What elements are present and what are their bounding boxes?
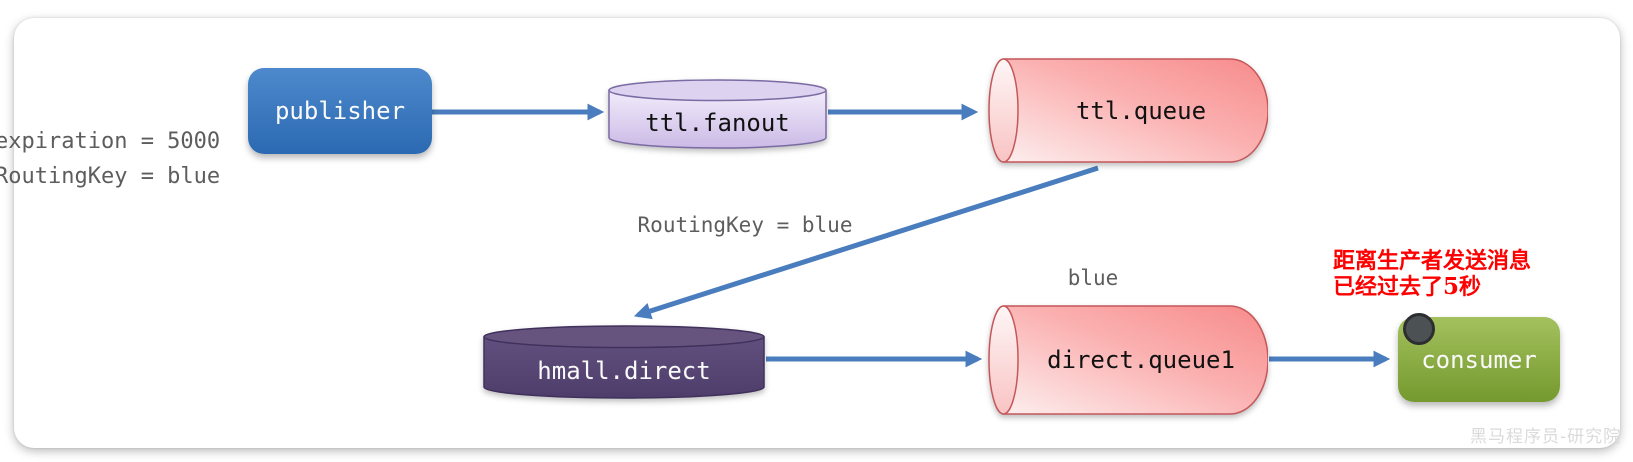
edge-label-routing-key: RoutingKey = blue [637,213,853,237]
queue-direct-queue1: direct.queue1 [988,305,1268,415]
arrow-ttl-queue-to-hmall-direct [633,165,1099,320]
cylinder-shape [988,305,1268,415]
cylinder-body [1003,58,1268,163]
annotation-line2-prefix: 已经过去了 [1333,275,1444,300]
note-routing-key: RoutingKey = blue [0,164,221,189]
cylinder-rim [988,305,1019,415]
note-expiration: expiration = 5000 [0,129,221,154]
consumer-label: consumer [1421,345,1537,374]
cylinder-body [608,90,827,149]
binding-label-blue: blue [1067,266,1119,290]
watermark: 黑马程序员-研究院 [1470,427,1622,447]
exchange-hmall-direct-label: hmall.direct [537,357,711,385]
exchange-hmall-direct: hmall.direct [483,325,765,399]
cylinder-body [1003,305,1268,415]
cylinder-shape [483,325,765,399]
cylinder-top [608,79,827,102]
annotation-line1: 距离生产者发送消息 [1333,249,1532,274]
cylinder-top [483,325,765,349]
annotation-elapsed-time: 距离生产者发送消息 已经过去了5秒 [1333,249,1531,300]
annotation-line2-suffix: 秒 [1459,275,1482,300]
publisher-label: publisher [274,97,406,125]
annotation-seconds-value: 5 [1443,273,1460,300]
publisher-node: publisher [248,68,432,154]
consumer-node: consumer [1398,313,1560,402]
cylinder-body [483,336,765,399]
queue-ttl-queue-label: ttl.queue [1075,96,1207,125]
cylinder-shape [988,58,1268,163]
consumer-state-dot-icon [1403,313,1435,345]
queue-ttl-queue: ttl.queue [988,58,1268,163]
cylinder-shape [608,79,827,149]
exchange-ttl-fanout-label: ttl.fanout [645,109,790,137]
annotation-line2: 已经过去了5秒 [1333,274,1531,300]
queue-direct-queue1-label: direct.queue1 [1047,346,1235,374]
cylinder-rim [988,58,1019,163]
exchange-ttl-fanout: ttl.fanout [608,79,827,149]
